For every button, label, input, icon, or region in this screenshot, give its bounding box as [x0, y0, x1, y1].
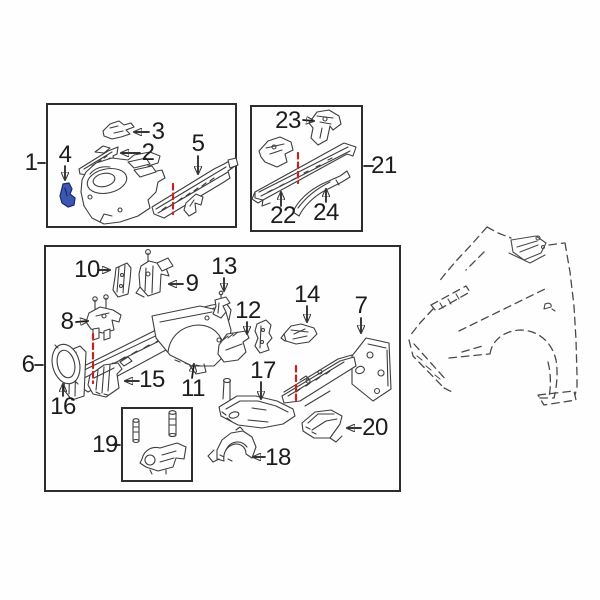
callout-19[interactable]: 19: [92, 431, 118, 458]
panel-21-artwork: [251, 109, 374, 217]
part-1-apron-assembly-drawing[interactable]: [80, 151, 166, 225]
callout-8[interactable]: 8: [60, 308, 74, 335]
part-12-drawing[interactable]: [217, 319, 273, 363]
callout-24[interactable]: 24: [313, 199, 339, 226]
panel-6-artwork: [34, 249, 392, 475]
callout-12[interactable]: 12: [235, 297, 261, 324]
part-22-bracket-drawing[interactable]: [258, 136, 294, 168]
part-15-drawing[interactable]: [87, 362, 123, 398]
part-14-drawing[interactable]: [280, 323, 318, 345]
callout-16[interactable]: 16: [50, 393, 76, 420]
part-23-drawing[interactable]: [308, 109, 342, 146]
group-box-21: [250, 105, 363, 232]
part-7-drawing[interactable]: [281, 337, 392, 407]
part-24-drawing[interactable]: [292, 170, 351, 217]
part-5-drawing[interactable]: [151, 157, 239, 219]
callout-10[interactable]: 10: [74, 256, 100, 283]
callout-5[interactable]: 5: [191, 130, 205, 157]
callout-21[interactable]: 21: [371, 152, 397, 179]
callout-2[interactable]: 2: [141, 139, 155, 166]
part-17-drawing[interactable]: [218, 377, 296, 429]
part-4-drawing-highlighted[interactable]: [59, 182, 76, 208]
part-8-drawing[interactable]: [85, 294, 122, 341]
arrow-to-part-8: [75, 321, 88, 322]
callout-7[interactable]: 7: [354, 292, 368, 319]
callout-9[interactable]: 9: [185, 270, 199, 297]
part-16-drawing[interactable]: [48, 341, 84, 386]
callout-20[interactable]: 20: [362, 414, 388, 441]
callout-11[interactable]: 11: [181, 375, 205, 402]
callout-4[interactable]: 4: [58, 141, 72, 168]
callout-6[interactable]: 6: [21, 351, 35, 378]
arrow-to-part-11: [192, 364, 194, 379]
panel-1-artwork: [37, 120, 239, 225]
front-fender-outline: [408, 226, 578, 406]
callout-1[interactable]: 1: [24, 149, 38, 176]
callout-22[interactable]: 22: [270, 202, 296, 229]
part-20-drawing[interactable]: [301, 409, 343, 443]
part-3-drawing[interactable]: [102, 120, 135, 140]
part-9-drawing[interactable]: [135, 249, 174, 298]
group-box-6: [44, 245, 401, 492]
group-box-19: [121, 407, 193, 482]
callout-3[interactable]: 3: [151, 118, 165, 145]
callout-23[interactable]: 23: [275, 107, 301, 134]
callout-18[interactable]: 18: [265, 444, 291, 471]
arrow-to-part-23: [302, 120, 314, 121]
part-19-drawing[interactable]: [132, 410, 187, 475]
part-18-drawing[interactable]: [207, 426, 257, 463]
callout-15[interactable]: 15: [139, 366, 165, 393]
callout-14[interactable]: 14: [294, 281, 320, 308]
part-22-rail-drawing[interactable]: [251, 142, 357, 207]
callout-17[interactable]: 17: [250, 357, 276, 384]
part-2-drawing[interactable]: [78, 145, 119, 176]
callout-13[interactable]: 13: [211, 253, 237, 280]
part-10-drawing[interactable]: [112, 262, 132, 298]
